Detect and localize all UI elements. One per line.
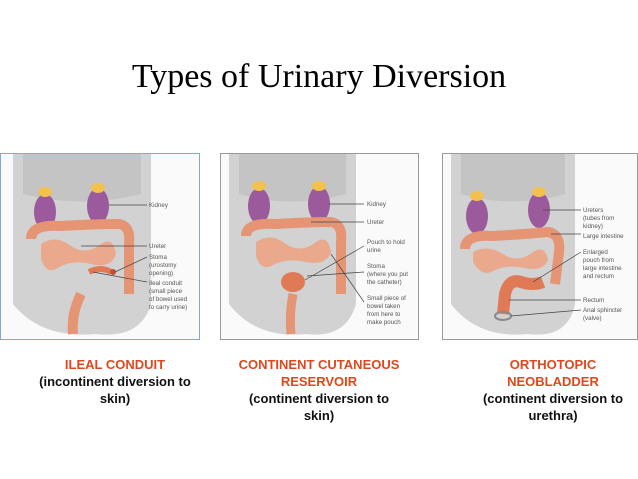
label-kidney: Kidney xyxy=(149,202,169,209)
slide-title: Types of Urinary Diversion xyxy=(131,58,507,95)
label-anal-sphincter: Anal sphincter xyxy=(583,307,622,314)
label-bowel-note-3: make pouch xyxy=(367,319,401,326)
label-large-intestine: Large intestine xyxy=(583,233,624,240)
caption-name: CONTINENT CUTANEOUS RESERVOIR xyxy=(238,357,400,389)
caption-ileal-conduit: ILEAL CONDUIT (incontinent diversion to … xyxy=(30,356,200,407)
label-pouch-note: urine xyxy=(367,247,381,254)
caption-continent-reservoir: CONTINENT CUTANEOUS RESERVOIR (continent… xyxy=(238,356,400,424)
label-ileal-note-3: to carry urine) xyxy=(149,304,187,311)
label-ureters: Ureters xyxy=(583,207,603,214)
label-kidney: Kidney xyxy=(367,201,387,208)
continent-reservoir-illustration: Kidney Ureter Pouch to hold urine Stoma … xyxy=(220,153,419,340)
label-ileal-note-1: (small piece xyxy=(149,288,183,295)
caption-description: (continent diversion to urethra) xyxy=(482,391,624,423)
label-pouch-note-3: and rectum xyxy=(583,273,614,280)
label-sphincter-note: (valve) xyxy=(583,315,602,322)
label-pouch-note-2: large intestine xyxy=(583,265,622,272)
caption-name: ILEAL CONDUIT xyxy=(64,357,166,372)
label-rectum: Rectum xyxy=(583,297,604,304)
label-bowel-note-2: from here to xyxy=(367,311,401,318)
label-stoma-note-1: (urostomy xyxy=(149,262,177,269)
label-stoma-note-1: (where you put xyxy=(367,271,408,278)
label-bowel-note-1: bowel taken xyxy=(367,303,401,310)
label-bowel-piece: Small piece of xyxy=(367,295,406,302)
label-stoma-note-2: the catheter) xyxy=(367,279,402,286)
caption-name: ORTHOTOPIC NEOBLADDER xyxy=(507,357,599,389)
label-stoma: Stoma xyxy=(367,263,385,270)
label-enlarged-pouch: Enlarged xyxy=(583,249,608,256)
label-stoma-note-2: opening) xyxy=(149,270,173,277)
caption-description: (continent diversion to skin) xyxy=(248,391,390,423)
label-pouch-note-1: pouch from xyxy=(583,257,614,264)
ileal-conduit-illustration: Kidney Ureter Stoma (urostomy opening) I… xyxy=(0,153,200,340)
caption-description: (incontinent diversion to skin) xyxy=(39,374,191,406)
label-ileal-note-2: of bowel used xyxy=(149,296,188,303)
label-ureter: Ureter xyxy=(149,243,166,250)
label-ileal-conduit: Ileal conduit xyxy=(149,280,182,287)
label-stoma: Stoma xyxy=(149,254,167,261)
label-ureters-note-1: (tubes from xyxy=(583,215,614,222)
label-pouch: Pouch to hold xyxy=(367,239,405,246)
orthotopic-neobladder-illustration: Ureters (tubes from kidney) Large intest… xyxy=(442,153,638,340)
label-ureter: Ureter xyxy=(367,219,384,226)
label-ureters-note-2: kidney) xyxy=(583,223,603,230)
caption-orthotopic-neobladder: ORTHOTOPIC NEOBLADDER (continent diversi… xyxy=(470,356,636,424)
